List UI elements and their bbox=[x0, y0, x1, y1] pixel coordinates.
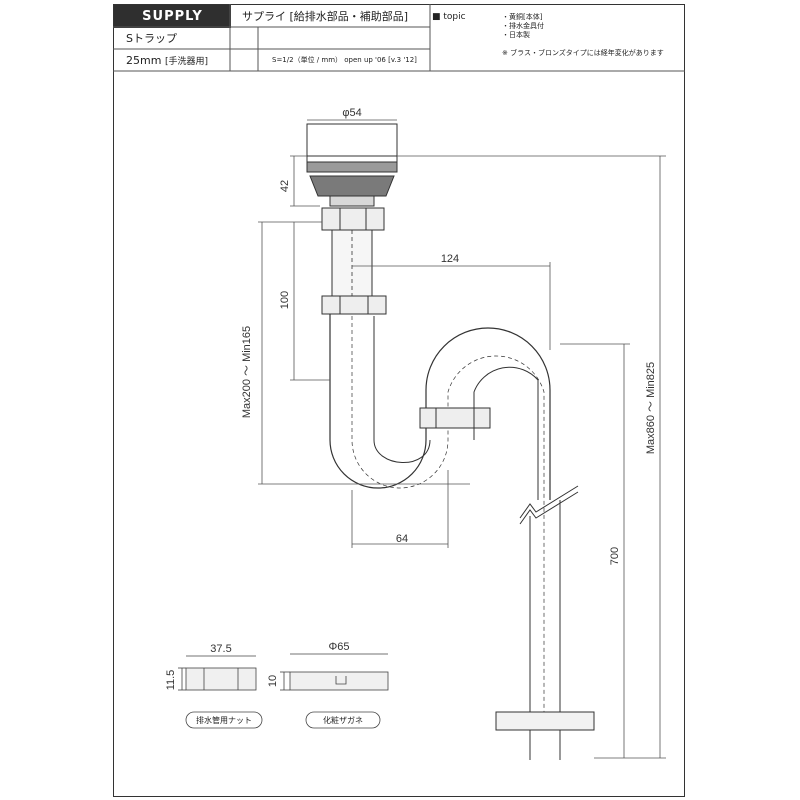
size-row: 25mm [手洗器用] bbox=[126, 50, 208, 73]
flange-detail bbox=[280, 653, 389, 691]
flange-label: 化粧ザガネ bbox=[323, 715, 363, 725]
dim-max200: Max200 ～ Min165 bbox=[241, 326, 253, 418]
product-name: Sトラップ bbox=[126, 32, 177, 45]
nut-height: 11.5 bbox=[165, 670, 177, 691]
square-icon: ■ bbox=[432, 12, 441, 22]
flange-label-box bbox=[305, 711, 381, 729]
dim-top-diameter: φ54 bbox=[342, 107, 361, 119]
flange-diameter: Φ65 bbox=[328, 641, 349, 653]
topic-title: ■ topic bbox=[432, 7, 466, 28]
dimension-labels: φ54 42 100 Max200 ～ Min165 124 64 Max860… bbox=[241, 107, 657, 565]
topic-item: ・黄銅[本体] bbox=[502, 13, 543, 21]
flange-height: 10 bbox=[267, 675, 279, 687]
nut-label-box bbox=[185, 711, 263, 729]
dim-42: 42 bbox=[279, 180, 291, 192]
size-note: [手洗器用] bbox=[164, 57, 208, 67]
header-grid bbox=[113, 4, 685, 72]
header-table: SUPPLY サプライ [給排水部品・補助部品] Sトラップ 25mm [手洗器… bbox=[114, 5, 684, 73]
topic-item: ・排水金具付 bbox=[502, 22, 544, 30]
dim-124: 124 bbox=[441, 253, 459, 265]
topic-note: ※ ブラス・ブロンズタイプには経年変化があります bbox=[502, 49, 664, 57]
topic-label: topic bbox=[443, 12, 466, 22]
nut-width: 37.5 bbox=[210, 643, 231, 655]
nut-detail bbox=[178, 655, 257, 691]
dimension-lines bbox=[258, 119, 666, 759]
size-value: 25mm bbox=[126, 54, 162, 67]
dim-700: 700 bbox=[609, 547, 621, 565]
spec-sheet: SUPPLY サプライ [給排水部品・補助部品] Sトラップ 25mm [手洗器… bbox=[113, 4, 685, 797]
dim-max860: Max860 ～ Min825 bbox=[645, 362, 657, 454]
nut-label: 排水管用ナット bbox=[196, 715, 252, 725]
s-trap-drawing bbox=[306, 123, 595, 760]
dim-100: 100 bbox=[279, 291, 291, 309]
scale-info: S=1/2（単位 / mm） open up '06 [v.3 '12] bbox=[272, 56, 417, 64]
dim-64: 64 bbox=[396, 533, 408, 545]
topic-item: ・日本製 bbox=[502, 31, 530, 39]
category-badge: SUPPLY bbox=[114, 5, 231, 28]
title-jp: サプライ [給排水部品・補助部品] bbox=[242, 10, 409, 23]
